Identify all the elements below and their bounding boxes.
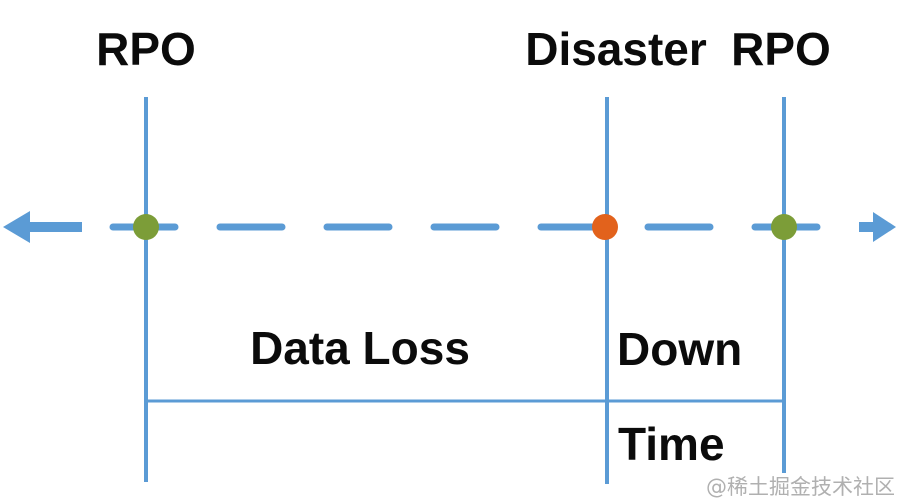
watermark-text: @稀土掘金技术社区: [706, 475, 895, 499]
label-time: Time: [618, 418, 725, 470]
disaster-marker-dot: [592, 214, 618, 240]
right-arrow-icon: [859, 212, 896, 242]
label-rpo-left: RPO: [96, 23, 196, 75]
label-data-loss: Data Loss: [250, 322, 470, 374]
rpo-left-marker-dot: [133, 214, 159, 240]
label-disaster: Disaster: [525, 23, 707, 75]
left-arrow-icon: [3, 211, 82, 243]
label-down: Down: [617, 323, 742, 375]
label-rpo-right: RPO: [731, 23, 831, 75]
rpo-right-marker-dot: [771, 214, 797, 240]
